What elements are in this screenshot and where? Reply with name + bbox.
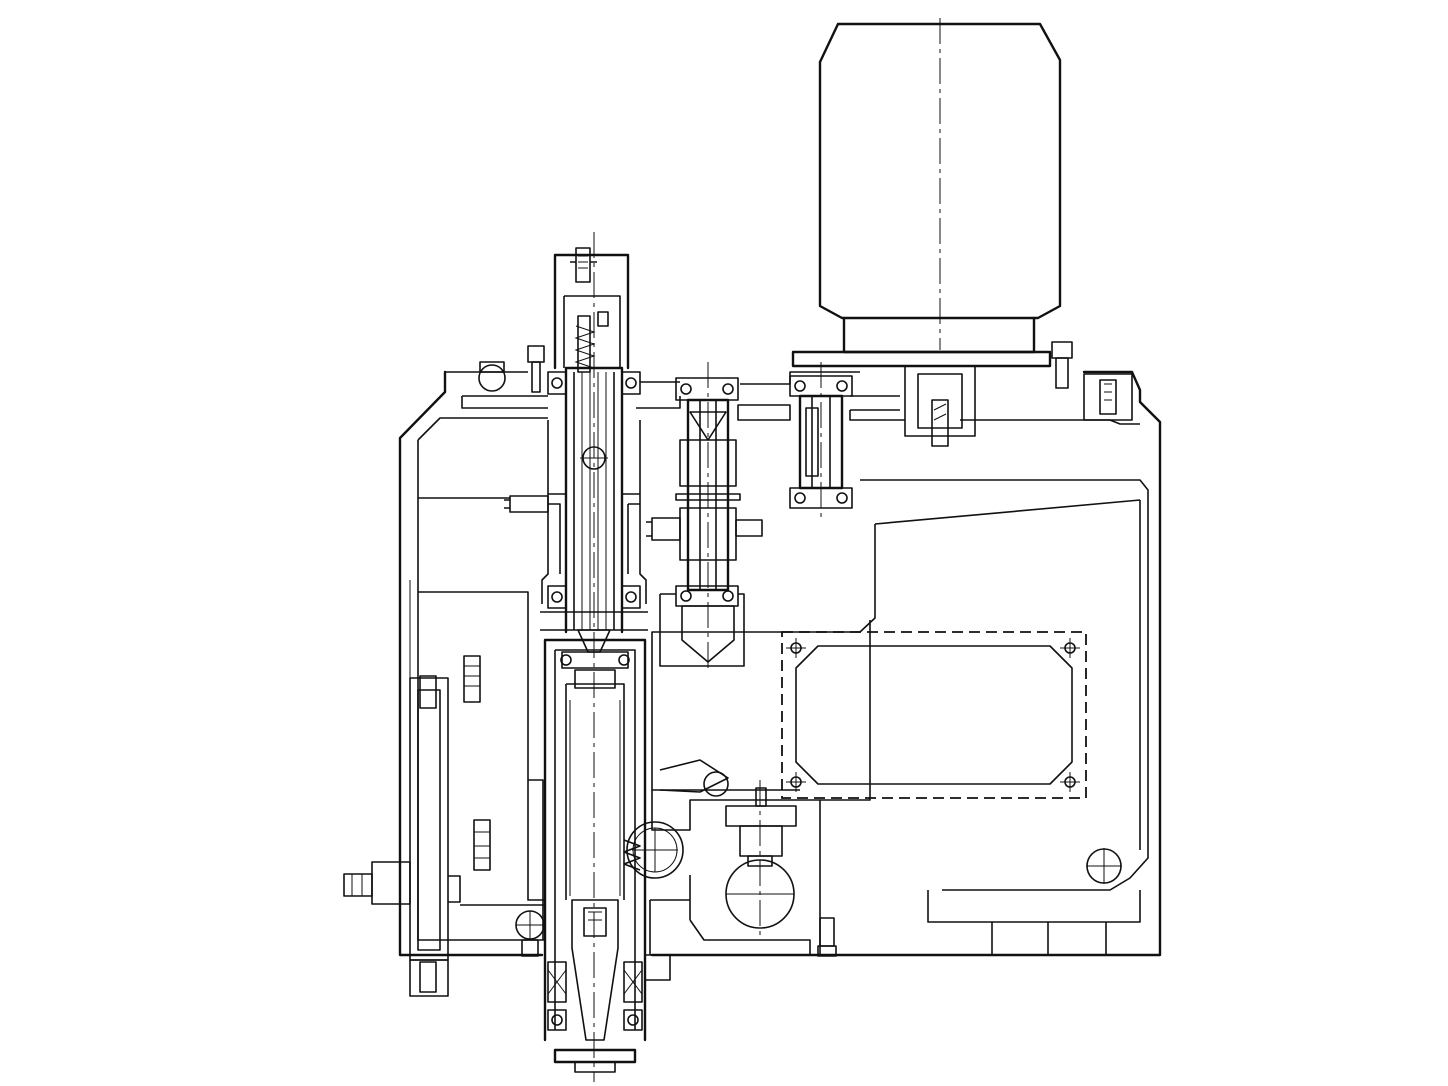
cover-bolt	[786, 772, 806, 792]
inspection-cover	[781, 631, 1087, 799]
breather-valve	[904, 365, 976, 447]
sight-gauge	[409, 675, 449, 997]
main-spindle	[504, 247, 681, 653]
mounting-bolt	[817, 917, 837, 957]
cover-bolt	[786, 638, 806, 658]
lifting-eye	[478, 361, 506, 392]
oil-level-plug	[1086, 848, 1122, 884]
adjust-handle	[343, 861, 461, 905]
electric-motor	[791, 18, 1062, 368]
intermediate-shaft	[659, 377, 791, 667]
gearbox-housing	[398, 370, 1162, 957]
quill-assembly	[543, 638, 671, 1073]
level-indicator	[463, 655, 491, 871]
worm-gear	[623, 759, 729, 879]
cover-bolt	[1060, 772, 1080, 792]
cover-bolt	[1060, 638, 1080, 658]
mounting-bolt	[1083, 373, 1133, 421]
oil-pump	[725, 787, 797, 929]
drain-plug	[515, 910, 545, 957]
input-shaft	[789, 375, 900, 509]
mounting-bolt	[527, 345, 545, 393]
mounting-bolt	[1051, 341, 1073, 389]
